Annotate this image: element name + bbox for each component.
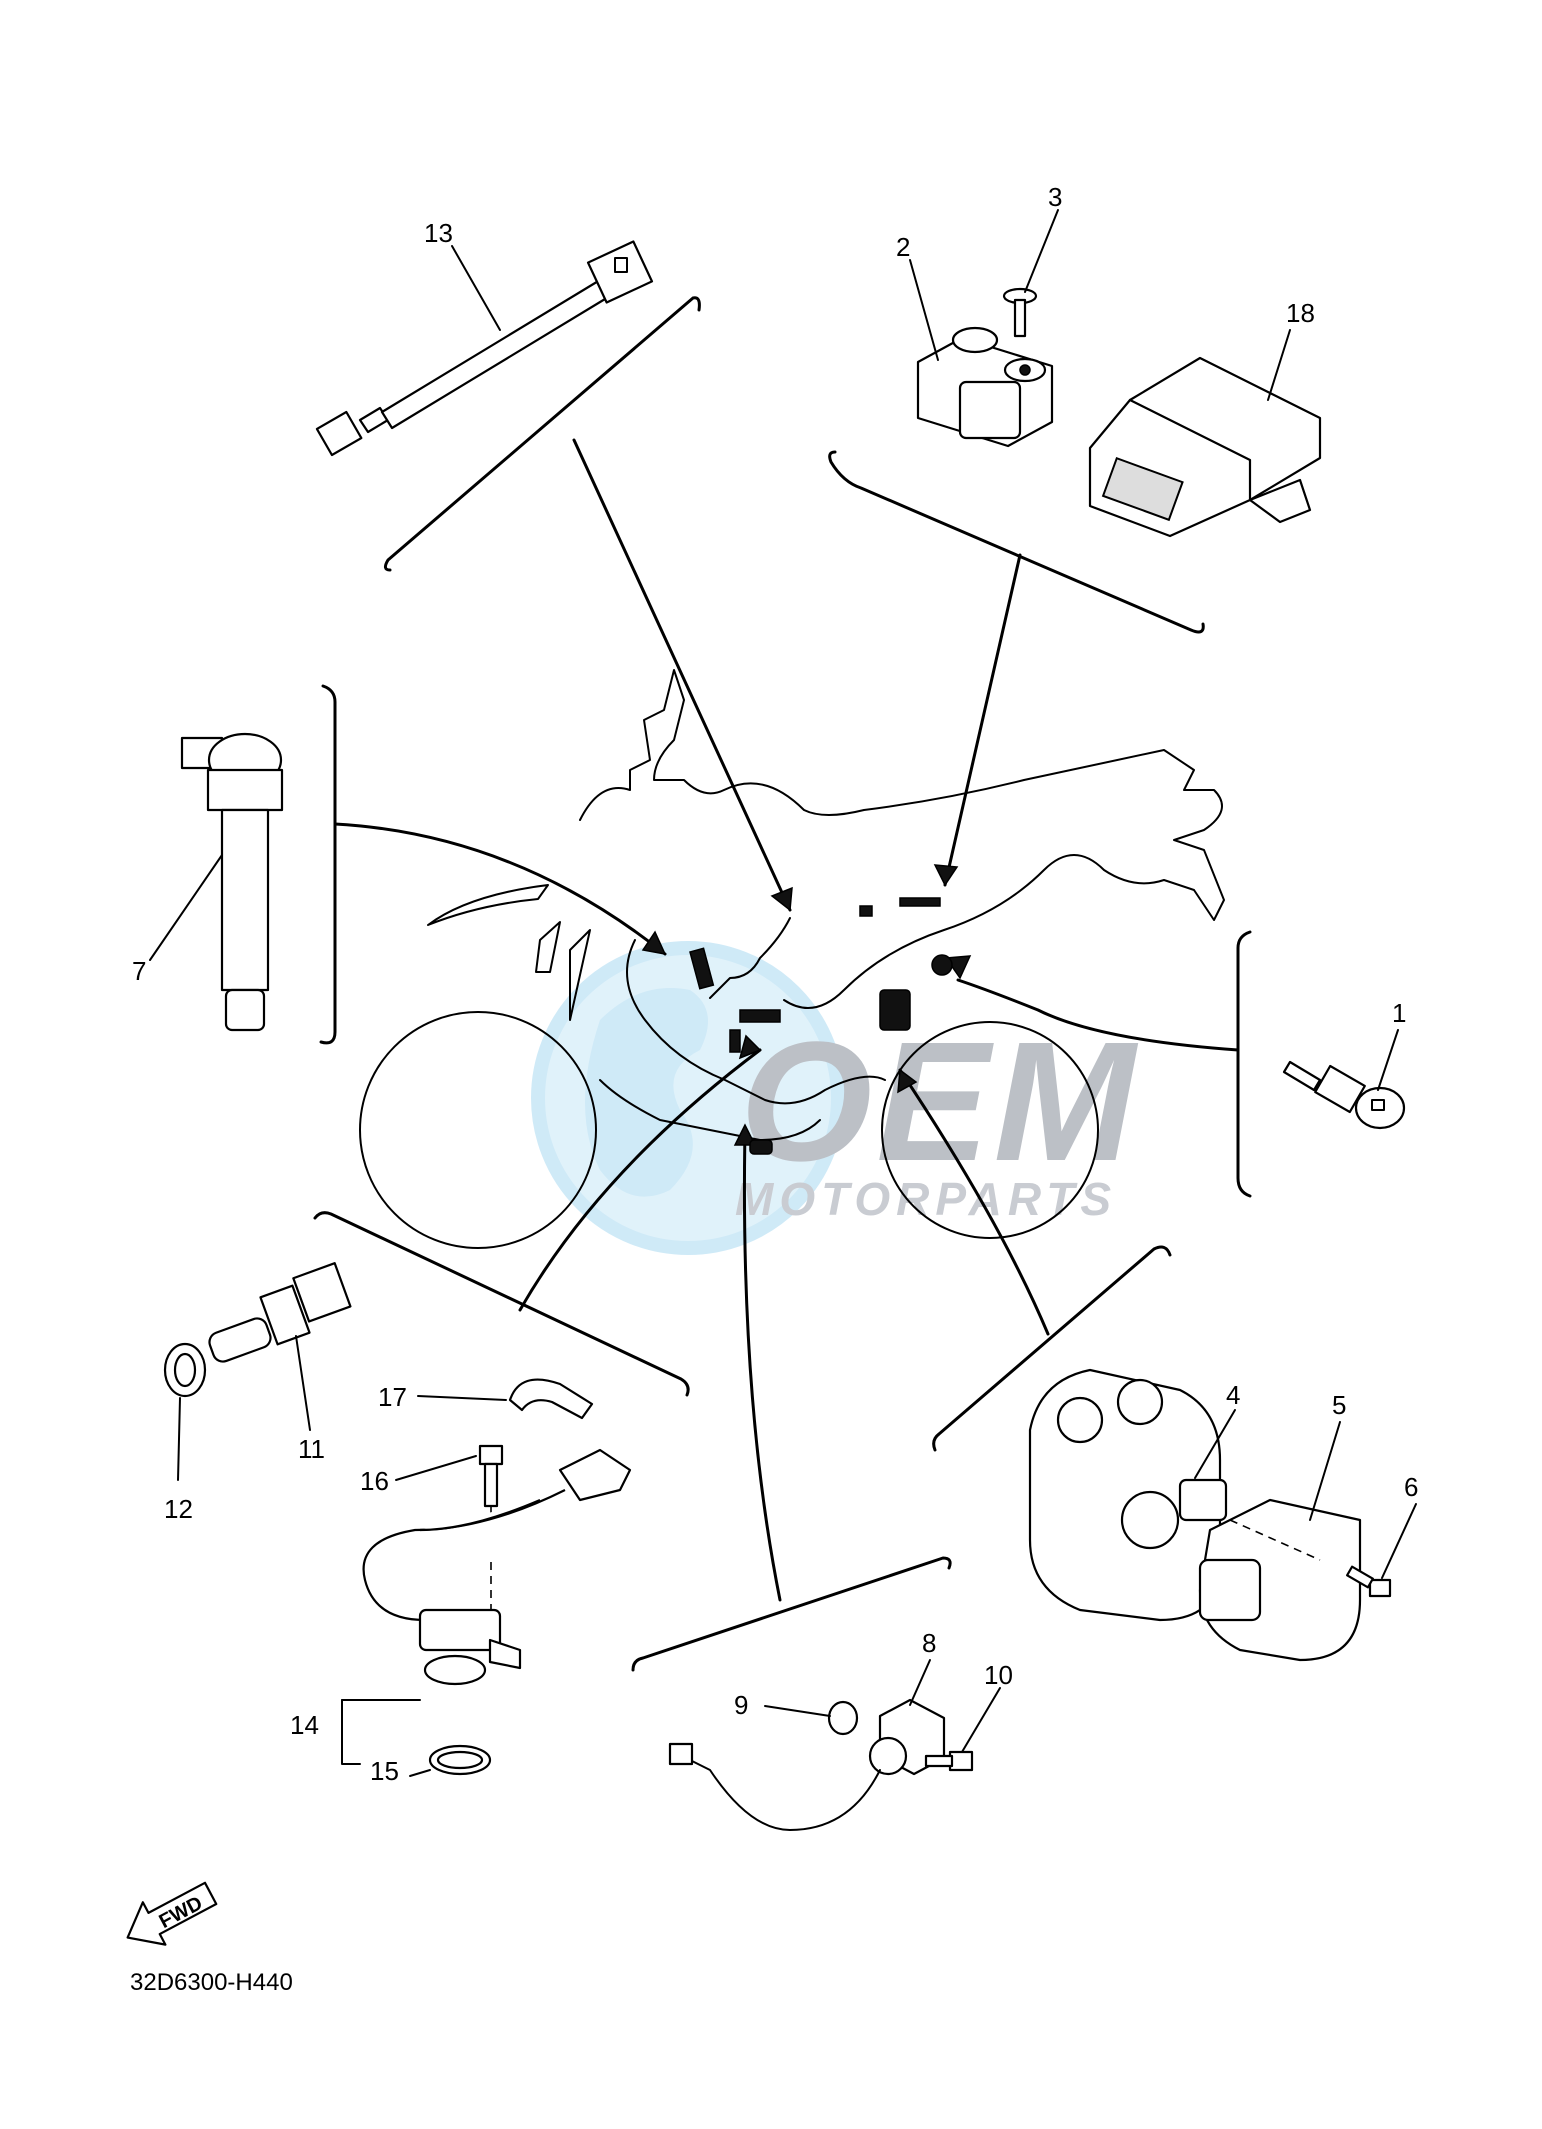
part-15-o-ring bbox=[428, 1744, 492, 1776]
part-18-ecu bbox=[1088, 356, 1322, 538]
part-10-bolt bbox=[924, 1750, 974, 1772]
arrowhead-3 bbox=[770, 886, 793, 912]
callout-labels: 1 2 3 4 5 6 7 8 9 10 11 12 13 14 15 16 1… bbox=[132, 182, 1418, 1786]
arrowhead-4 bbox=[641, 930, 667, 955]
part-11-water-temp-sensor bbox=[208, 1262, 352, 1363]
callout-5: 5 bbox=[1332, 1390, 1346, 1420]
callout-11: 11 bbox=[298, 1434, 325, 1464]
callout-14: 14 bbox=[290, 1710, 319, 1740]
arrowhead-2 bbox=[933, 864, 959, 887]
callout-9: 9 bbox=[734, 1690, 748, 1720]
callout-12: 12 bbox=[164, 1494, 193, 1524]
callout-13: 13 bbox=[424, 218, 453, 248]
callout-3: 3 bbox=[1048, 182, 1062, 212]
callout-4: 4 bbox=[1226, 1380, 1240, 1410]
callout-15: 15 bbox=[370, 1756, 399, 1786]
part-14-crank-sensor bbox=[362, 1448, 632, 1686]
part-16-bolt bbox=[478, 1444, 504, 1640]
part-3-screw bbox=[1002, 287, 1038, 338]
part-9-o-ring bbox=[827, 1700, 859, 1736]
part-12-gasket bbox=[163, 1342, 207, 1398]
part-7-ignition-coil bbox=[180, 732, 284, 1032]
callout-1: 1 bbox=[1392, 998, 1406, 1028]
part-2-sensor bbox=[916, 326, 1054, 448]
callout-2: 2 bbox=[896, 232, 910, 262]
callout-6: 6 bbox=[1404, 1472, 1418, 1502]
callout-7: 7 bbox=[132, 956, 146, 986]
part-5-cover bbox=[1198, 1498, 1362, 1662]
callout-17: 17 bbox=[378, 1382, 407, 1412]
motorcycle-outline bbox=[359, 669, 1225, 1249]
callout-8: 8 bbox=[922, 1628, 936, 1658]
part-4-throttle-body-sensor bbox=[1028, 1368, 1228, 1622]
callout-16: 16 bbox=[360, 1466, 389, 1496]
diagram-code: 32D6300-H440 bbox=[130, 1969, 293, 1996]
part-17-clamp bbox=[508, 1378, 594, 1420]
arrowhead-5 bbox=[738, 1034, 762, 1060]
arrowhead-6 bbox=[733, 1123, 757, 1146]
part-1-temp-sensor bbox=[1282, 1060, 1406, 1130]
callout-10: 10 bbox=[984, 1660, 1013, 1690]
callout-leaders bbox=[149, 209, 1417, 1777]
part-6-screw bbox=[1346, 1565, 1392, 1598]
watermark-sub: MOTORPARTS bbox=[735, 1173, 1117, 1225]
part-13-sub-harness bbox=[315, 240, 654, 457]
callout-18: 18 bbox=[1286, 298, 1315, 328]
part-8-gear-sensor bbox=[668, 1698, 946, 1831]
watermark-brand: OEM bbox=[740, 1007, 1139, 1197]
leader-lines bbox=[313, 296, 1252, 1672]
bike-mounted-parts bbox=[689, 897, 953, 1155]
fwd-arrow: FWD bbox=[126, 1881, 218, 1946]
arrowhead-7 bbox=[897, 1068, 918, 1094]
fwd-arrow-icon bbox=[126, 1881, 218, 1946]
watermark: OEM MOTORPARTS bbox=[531, 941, 1139, 1255]
